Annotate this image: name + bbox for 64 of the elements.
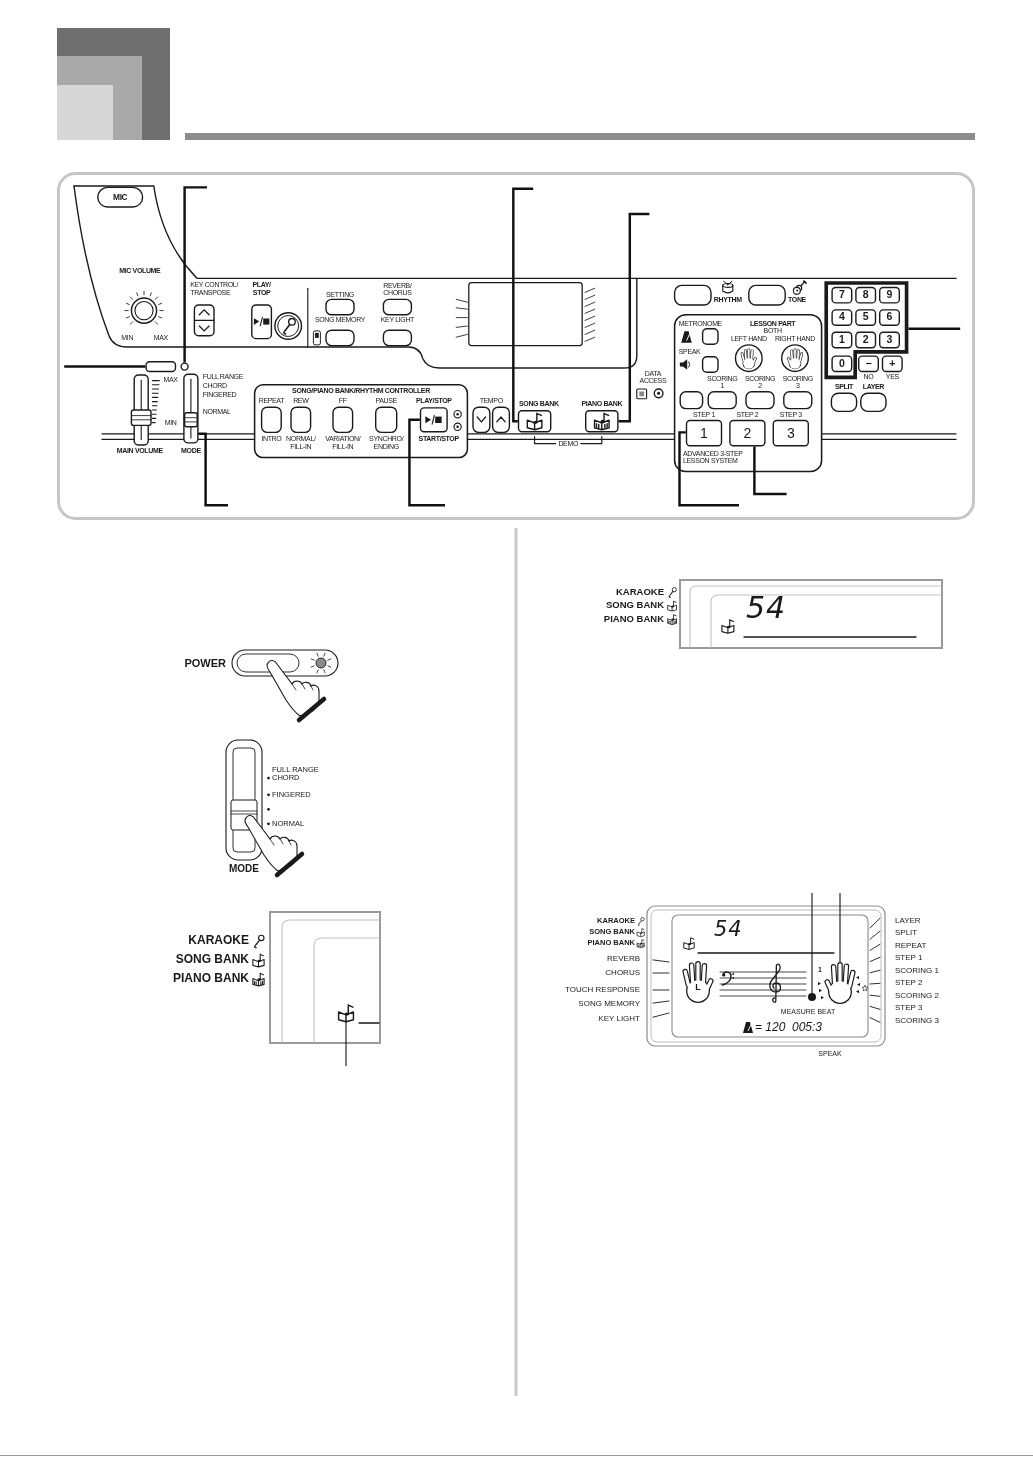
indicator-label: SCORING 1 bbox=[895, 966, 939, 976]
indicator-label: SPLIT bbox=[895, 929, 918, 938]
measure-readout: 005:3 bbox=[792, 1021, 823, 1033]
lcd-digits: 54 bbox=[714, 919, 743, 940]
indicator-label: SCORING 2 bbox=[895, 991, 939, 1001]
step-button: 3 bbox=[772, 419, 809, 447]
tab-label: MIC bbox=[113, 193, 128, 203]
indicator-label: STEP 1 bbox=[895, 954, 923, 963]
leader-line bbox=[678, 431, 739, 507]
number-key: 7 bbox=[831, 286, 853, 304]
indicator-label: TOUCH RESPONSE bbox=[565, 985, 640, 995]
lcd-digits: 54 bbox=[746, 593, 787, 623]
leader-line bbox=[908, 327, 961, 331]
number-key: 1 bbox=[831, 331, 853, 349]
leader-line bbox=[839, 892, 841, 963]
indicator-label: SONG MEMORY bbox=[578, 999, 640, 1009]
number-key: 5 bbox=[855, 309, 877, 326]
step-button: 1 bbox=[685, 419, 723, 447]
panel-button bbox=[585, 410, 619, 433]
indicator-label: STEP 2 bbox=[895, 979, 923, 988]
slide-switch bbox=[183, 373, 199, 444]
indicator-label: SONG BANK bbox=[175, 953, 249, 967]
leader-line bbox=[811, 892, 813, 994]
indicator-label: PIANO BANK bbox=[603, 613, 664, 625]
indicator-label: SONG BANK bbox=[605, 600, 664, 611]
leader-line bbox=[183, 186, 207, 363]
panel-button bbox=[145, 361, 177, 373]
panel-button bbox=[419, 407, 448, 433]
indicator-label: KARAOKE bbox=[188, 934, 249, 948]
indicator-label: STEP 3 bbox=[895, 1004, 923, 1013]
indicator-label: REPEAT bbox=[895, 941, 927, 951]
indicator-label: LAYER bbox=[895, 916, 921, 926]
switch-label: POWER bbox=[184, 657, 226, 670]
leader-line bbox=[198, 432, 228, 507]
number-key: 4 bbox=[831, 309, 853, 326]
indicator-label: SCORING 3 bbox=[895, 1016, 939, 1026]
indicator-label: PIANO BANK bbox=[173, 972, 249, 986]
number-key: + bbox=[881, 355, 903, 373]
hand-letter: L bbox=[695, 982, 701, 993]
number-key: 9 bbox=[879, 286, 900, 304]
leader-line bbox=[345, 1021, 347, 1067]
step-button: 2 bbox=[729, 419, 766, 447]
indicator-label: KARAOKE bbox=[615, 586, 664, 598]
number-key: 6 bbox=[879, 309, 900, 326]
music-book-icon bbox=[337, 1004, 355, 1022]
tempo-readout: = 120 bbox=[755, 1021, 786, 1033]
number-key: − bbox=[858, 355, 879, 373]
number-key: 3 bbox=[879, 331, 900, 349]
indicator-label: REVERB bbox=[607, 954, 640, 964]
number-key: 0 bbox=[831, 355, 853, 373]
switch-label: MODE bbox=[229, 863, 259, 875]
leader-line bbox=[408, 418, 445, 507]
leader-line bbox=[64, 365, 146, 368]
hand-icon bbox=[824, 962, 856, 1004]
leader-line bbox=[753, 446, 787, 496]
number-key: 2 bbox=[855, 331, 877, 349]
indicator-label: CHORUS bbox=[605, 968, 640, 978]
number-key: 8 bbox=[855, 286, 877, 304]
indicator-label: KEY LIGHT bbox=[598, 1014, 640, 1024]
leader-line bbox=[512, 187, 534, 423]
panel-button bbox=[517, 410, 552, 433]
leader-line bbox=[618, 212, 650, 423]
indicator-lamp bbox=[180, 362, 189, 371]
marker-dot bbox=[808, 993, 816, 1001]
